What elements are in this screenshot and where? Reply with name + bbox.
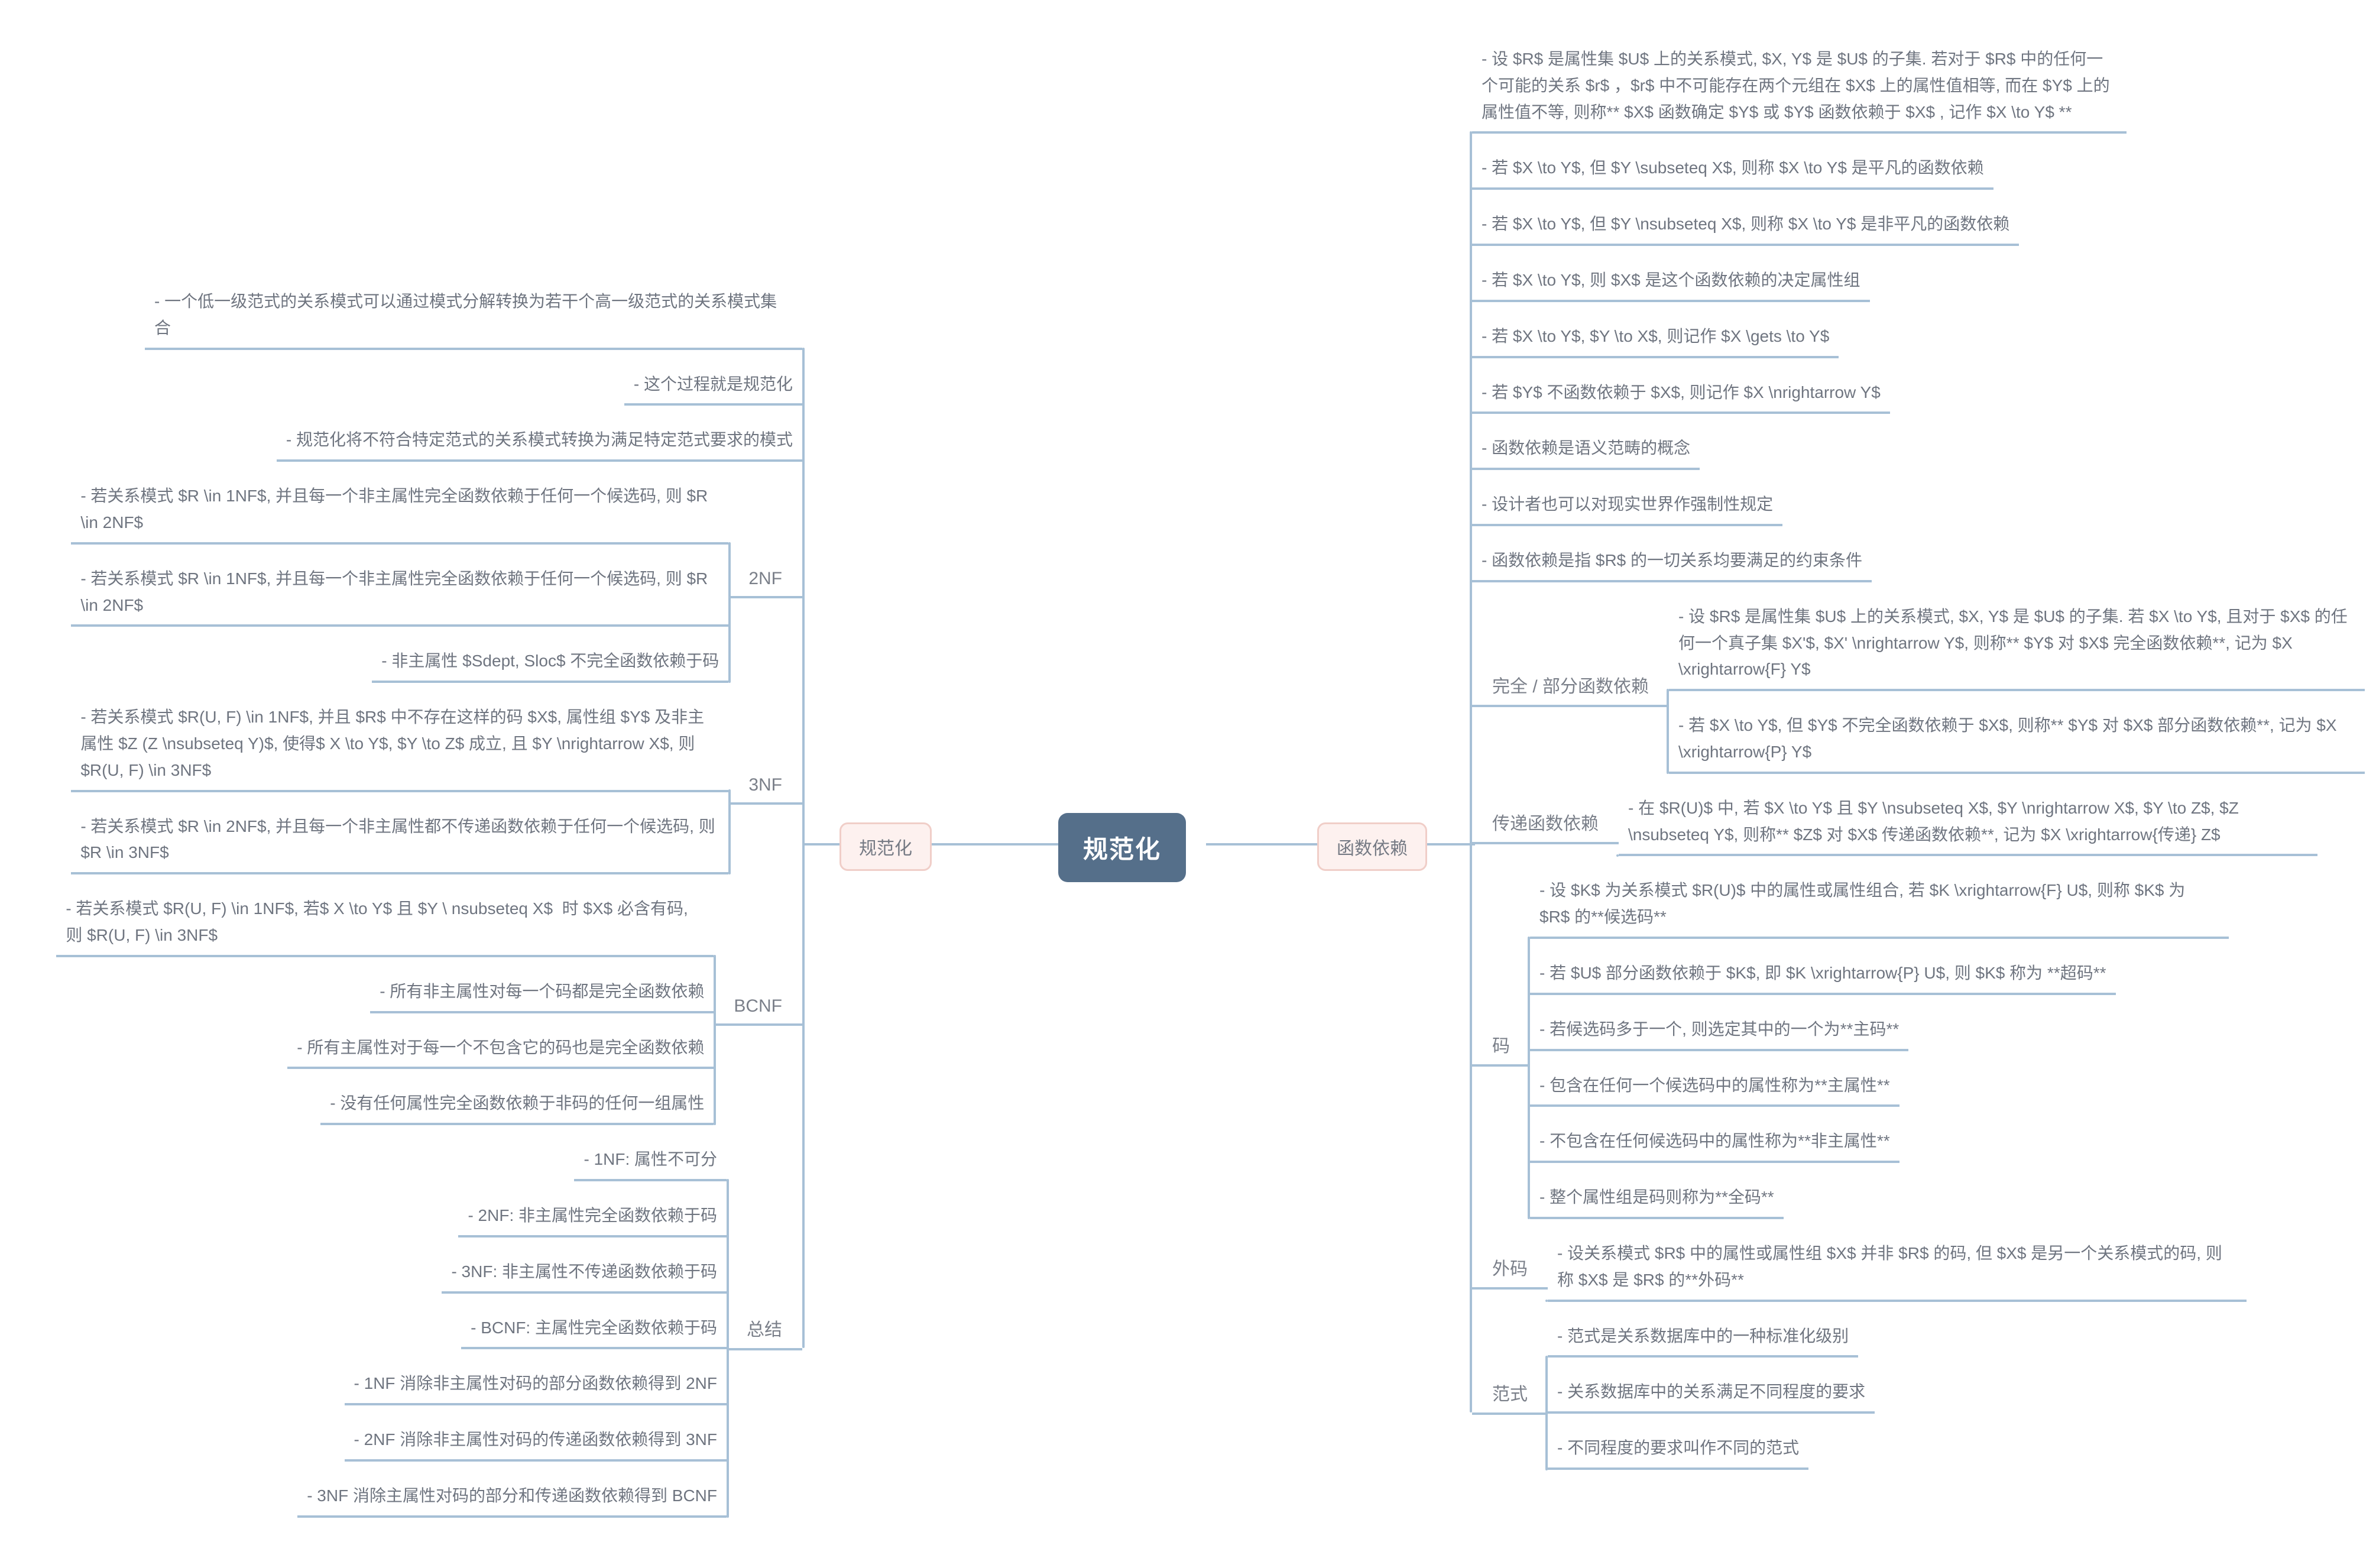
mindmap-item[interactable]: - 若 $Y$ 不函数依赖于 $X$, 则记作 $X \nrightarrow … bbox=[1472, 375, 1890, 414]
mindmap-item[interactable]: - 若关系模式 $R(U, F) \in 1NF$, 并且 $R$ 中不存在这样… bbox=[71, 699, 729, 792]
mindmap-children-group: - 设 $K$ 为关系模式 $R(U)$ 中的属性或属性组合, 若 $K \xr… bbox=[1528, 873, 2229, 1220]
mindmap-subtopic: - 1NF: 属性不可分 - 2NF: 非主属性完全函数依赖于码 - 3NF: 非主… bbox=[297, 1142, 802, 1518]
mindmap-subtopic-label[interactable]: 2NF bbox=[728, 563, 802, 599]
connector-spine bbox=[1470, 131, 1472, 1413]
mindmap-item[interactable]: - 设关系模式 $R$ 中的属性或属性组 $X$ 并非 $R$ 的码, 但 $X… bbox=[1548, 1236, 2247, 1302]
connector-spine bbox=[1616, 854, 1619, 857]
mindmap-item[interactable]: - 若 $X \to Y$, $Y \to X$, 则记作 $X \gets \… bbox=[1472, 319, 1839, 358]
connector-spine bbox=[802, 348, 805, 1348]
mindmap-item[interactable]: - 设 $K$ 为关系模式 $R(U)$ 中的属性或属性组合, 若 $K \xr… bbox=[1530, 873, 2229, 939]
mindmap-item[interactable]: - 设 $R$ 是属性集 $U$ 上的关系模式, $X, Y$ 是 $U$ 的子… bbox=[1472, 41, 2127, 134]
mindmap-subtopic-label[interactable]: 完全 / 部分函数依赖 bbox=[1472, 666, 1670, 707]
mindmap-item[interactable]: - 若 $X \to Y$, 但 $Y \subseteq X$, 则称 $X … bbox=[1472, 150, 1993, 190]
mindmap-item[interactable]: - 若 $X \to Y$, 但 $Y \nsubseteq X$, 则称 $X… bbox=[1472, 206, 2020, 246]
root-topic-node[interactable]: 规范化 bbox=[1058, 813, 1187, 882]
mindmap-children-group: - 在 $R(U)$ 中, 若 $X \to Y$ 且 $Y \nsubsete… bbox=[1616, 791, 2317, 857]
mindmap-item[interactable]: - 所有非主属性对每一个码都是完全函数依赖 bbox=[370, 974, 714, 1013]
mindmap-subtopic: - 若关系模式 $R(U, F) \in 1NF$, 并且 $R$ 中不存在这样… bbox=[71, 699, 802, 875]
mindmap-children-group: - 设 $R$ 是属性集 $U$ 上的关系模式, $X, Y$ 是 $U$ 的子… bbox=[1667, 599, 2365, 774]
mindmap-item[interactable]: - 整个属性组是码则称为**全码** bbox=[1530, 1180, 1784, 1219]
mindmap-item[interactable]: - 3NF 消除主属性对码的部分和传递函数依赖得到 BCNF bbox=[297, 1478, 727, 1518]
mindmap-item[interactable]: - 设计者也可以对现实世界作强制性规定 bbox=[1472, 487, 1783, 526]
mindmap-item[interactable]: - 函数依赖是指 $R$ 的一切关系均要满足的约束条件 bbox=[1472, 543, 1872, 582]
mindmap-subtopic-label[interactable]: 范式 bbox=[1472, 1373, 1548, 1415]
mindmap-children-group: - 一个低一级范式的关系模式可以通过模式分解转换为若干个高一级范式的关系模式集合… bbox=[56, 284, 805, 1518]
mindmap-item[interactable]: - 若关系模式 $R \in 1NF$, 并且每一个非主属性完全函数依赖于任何一… bbox=[71, 478, 729, 545]
mindmap-item[interactable]: - 设 $R$ 是属性集 $U$ 上的关系模式, $X, Y$ 是 $U$ 的子… bbox=[1669, 599, 2365, 692]
mindmap-item[interactable]: - 若关系模式 $R \in 1NF$, 并且每一个非主属性完全函数依赖于任何一… bbox=[71, 561, 729, 627]
connector-spine bbox=[714, 955, 717, 1126]
mindmap-item[interactable]: - BCNF: 主属性完全函数依赖于码 bbox=[461, 1310, 727, 1350]
connector-left bbox=[802, 843, 1094, 845]
mindmap-item[interactable]: - 关系数据库中的关系满足不同程度的要求 bbox=[1548, 1374, 1875, 1414]
mindmap-children-group: - 范式是关系数据库中的一种标准化级别 - 关系数据库中的关系满足不同程度的要求 -… bbox=[1545, 1318, 1875, 1470]
mindmap-subtopic-label[interactable]: 码 bbox=[1472, 1025, 1530, 1067]
mindmap-item[interactable]: - 包含在任何一个候选码中的属性称为**主属性** bbox=[1530, 1068, 1899, 1107]
mindmap-children-group: - 设关系模式 $R$ 中的属性或属性组 $X$ 并非 $R$ 的码, 但 $X… bbox=[1545, 1236, 2247, 1302]
mindmap-subtopic: 码 - 设 $K$ 为关系模式 $R(U)$ 中的属性或属性组合, 若 $K \x… bbox=[1472, 873, 2229, 1220]
mindmap-item[interactable]: - 不同程度的要求叫作不同的范式 bbox=[1548, 1430, 1809, 1470]
mindmap-subtopic: 范式- 范式是关系数据库中的一种标准化级别 - 关系数据库中的关系满足不同程度的要… bbox=[1472, 1318, 1875, 1470]
connector-spine bbox=[1545, 1299, 1548, 1302]
mindmap-item[interactable]: - 若关系模式 $R \in 2NF$, 并且每一个非主属性都不传递函数依赖于任… bbox=[71, 809, 729, 875]
mindmap-item[interactable]: - 一个低一级范式的关系模式可以通过模式分解转换为若干个高一级范式的关系模式集合 bbox=[145, 284, 802, 350]
mindmap-item[interactable]: - 若 $X \to Y$, 则 $X$ 是这个函数依赖的决定属性组 bbox=[1472, 263, 1870, 302]
mindmap-item[interactable]: - 所有主属性对于每一个不包含它的码也是完全函数依赖 bbox=[287, 1030, 714, 1070]
mindmap-subtopic: 完全 / 部分函数依赖- 设 $R$ 是属性集 $U$ 上的关系模式, $X, … bbox=[1472, 599, 2365, 774]
mindmap-item[interactable]: - 2NF 消除非主属性对码的传递函数依赖得到 3NF bbox=[344, 1422, 727, 1462]
mindmap-item[interactable]: - 这个过程就是规范化 bbox=[624, 367, 802, 406]
left-subtree: - 一个低一级范式的关系模式可以通过模式分解转换为若干个高一级范式的关系模式集合… bbox=[56, 284, 805, 1518]
connector-spine bbox=[728, 542, 731, 683]
mindmap-subtopic-label[interactable]: 外码 bbox=[1472, 1248, 1548, 1290]
mindmap-item[interactable]: - 3NF: 非主属性不传递函数依赖于码 bbox=[442, 1254, 727, 1294]
right-subtree: - 设 $R$ 是属性集 $U$ 上的关系模式, $X, Y$ 是 $U$ 的子… bbox=[1470, 41, 2365, 1470]
mindmap-subtopic: 传递函数依赖- 在 $R(U)$ 中, 若 $X \to Y$ 且 $Y \ns… bbox=[1472, 791, 2317, 857]
connector-spine bbox=[727, 1179, 729, 1518]
mindmap-subtopic: - 若关系模式 $R \in 1NF$, 并且每一个非主属性完全函数依赖于任何一… bbox=[71, 478, 802, 683]
mindmap-children-group: - 若关系模式 $R(U, F) \in 1NF$, 若$ X \to Y$ 且… bbox=[56, 891, 717, 1126]
mindmap-item[interactable]: - 若关系模式 $R(U, F) \in 1NF$, 若$ X \to Y$ 且… bbox=[56, 891, 714, 957]
mindmap-item[interactable]: - 函数依赖是语义范畴的概念 bbox=[1472, 430, 1700, 471]
mindmap-subtopic-label[interactable]: 传递函数依赖 bbox=[1472, 803, 1619, 844]
connector-spine bbox=[1667, 688, 1670, 774]
connector-spine bbox=[1545, 1355, 1548, 1470]
connector-spine bbox=[728, 789, 731, 875]
mindmap-subtopic: - 若关系模式 $R(U, F) \in 1NF$, 若$ X \to Y$ 且… bbox=[56, 891, 802, 1126]
mindmap-subtopic-label[interactable]: 3NF bbox=[728, 769, 802, 805]
mindmap-item[interactable]: - 在 $R(U)$ 中, 若 $X \to Y$ 且 $Y \nsubsete… bbox=[1619, 791, 2317, 857]
mindmap-children-group: - 若关系模式 $R(U, F) \in 1NF$, 并且 $R$ 中不存在这样… bbox=[71, 699, 731, 875]
mindmap-item[interactable]: - 若 $X \to Y$, 但 $Y$ 不完全函数依赖于 $X$, 则称** … bbox=[1669, 708, 2365, 774]
branch-node-functional-dependency[interactable]: 函数依赖 bbox=[1317, 822, 1427, 871]
mindmap-subtopic-label[interactable]: 总结 bbox=[727, 1309, 802, 1350]
mindmap-children-group: - 若关系模式 $R \in 1NF$, 并且每一个非主属性完全函数依赖于任何一… bbox=[71, 478, 731, 683]
mindmap-subtopic-label[interactable]: BCNF bbox=[714, 990, 802, 1026]
mindmap-item[interactable]: - 1NF 消除非主属性对码的部分函数依赖得到 2NF bbox=[344, 1366, 727, 1406]
mindmap-subtopic: 外码- 设关系模式 $R$ 中的属性或属性组 $X$ 并非 $R$ 的码, 但 … bbox=[1472, 1236, 2247, 1302]
mindmap-children-group: - 设 $R$ 是属性集 $U$ 上的关系模式, $X, Y$ 是 $U$ 的子… bbox=[1470, 41, 2365, 1470]
mindmap-item[interactable]: - 非主属性 $Sdept, Sloc$ 不完全函数依赖于码 bbox=[372, 643, 729, 683]
mindmap-item[interactable]: - 不包含在任何候选码中的属性称为**非主属性** bbox=[1530, 1123, 1899, 1164]
mindmap-item[interactable]: - 若候选码多于一个, 则选定其中的一个为**主码** bbox=[1530, 1012, 1909, 1051]
mindmap-item[interactable]: - 1NF: 属性不可分 bbox=[574, 1142, 727, 1181]
mindmap-item[interactable]: - 若 $U$ 部分函数依赖于 $K$, 即 $K \xrightarrow{P… bbox=[1530, 955, 2116, 995]
mindmap-item[interactable]: - 没有任何属性完全函数依赖于非码的任何一组属性 bbox=[320, 1086, 714, 1126]
mindmap-item[interactable]: - 2NF: 非主属性完全函数依赖于码 bbox=[458, 1198, 727, 1237]
mindmap-children-group: - 1NF: 属性不可分 - 2NF: 非主属性完全函数依赖于码 - 3NF: 非主… bbox=[297, 1142, 729, 1518]
mindmap-item[interactable]: - 范式是关系数据库中的一种标准化级别 bbox=[1548, 1318, 1859, 1358]
connector-spine bbox=[1528, 937, 1530, 1220]
mindmap-item[interactable]: - 规范化将不符合特定范式的关系模式转换为满足特定范式要求的模式 bbox=[276, 422, 802, 462]
branch-node-normalization[interactable]: 规范化 bbox=[839, 822, 932, 871]
